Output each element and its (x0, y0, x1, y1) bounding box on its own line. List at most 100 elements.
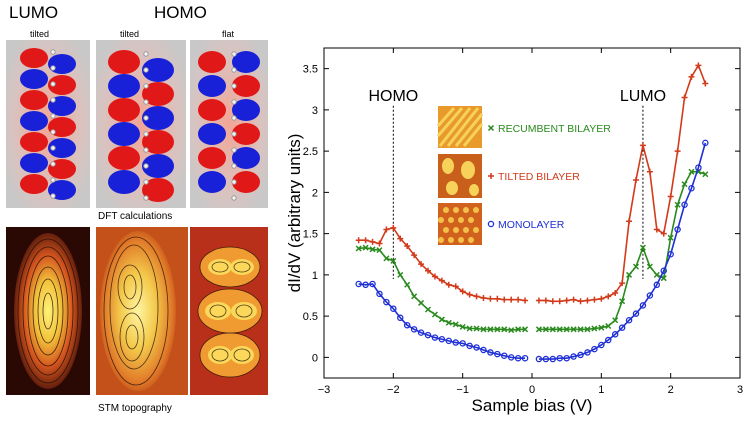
x-tick-label: −1 (456, 384, 469, 396)
atom-marker (231, 83, 237, 89)
annotation-label: LUMO (620, 88, 666, 105)
data-point-tilted-bilayer (646, 168, 653, 175)
y-tick-label: 2 (312, 187, 318, 199)
series-monolayer (355, 139, 709, 363)
orbital-lobe (20, 132, 48, 152)
atom-marker (50, 129, 56, 135)
dft-homo-flat-panel (190, 40, 268, 208)
data-point-monolayer (487, 349, 494, 356)
data-point-tilted-bilayer (376, 240, 383, 247)
data-point-recumbent-bilayer (577, 326, 584, 333)
lumo-title: LUMO (9, 3, 59, 22)
data-point-recumbent-bilayer (660, 275, 667, 282)
data-point-monolayer (507, 354, 515, 361)
data-point-tilted-bilayer (660, 230, 667, 237)
orbital-lobe (108, 74, 140, 98)
data-point-recumbent-bilayer (632, 263, 640, 270)
atom-marker (50, 113, 56, 119)
data-point-monolayer (688, 184, 695, 192)
data-point-tilted-bilayer (425, 267, 431, 274)
orbital-lobe (20, 48, 48, 68)
orbital-lobe (20, 111, 48, 131)
orbital-lobe (198, 75, 226, 97)
data-point-monolayer (591, 345, 598, 353)
atom-marker (143, 195, 149, 201)
data-point-recumbent-bilayer (542, 326, 549, 333)
data-point-tilted-bilayer (542, 297, 549, 304)
atom-marker (50, 81, 56, 87)
y-tick-label: 1 (312, 270, 318, 282)
data-point-tilted-bilayer (612, 290, 619, 297)
y-tick-label: 3.5 (303, 64, 318, 76)
atom-marker (143, 99, 149, 105)
orbital-lobe (198, 51, 226, 73)
thumb-tilted (438, 154, 482, 198)
data-point-tilted-bilayer (431, 273, 438, 280)
data-point-monolayer (514, 354, 522, 362)
legend-marker-recumbent-bilayer (487, 124, 495, 132)
data-point-recumbent-bilayer (404, 281, 411, 288)
atom-marker (143, 67, 149, 73)
data-point-tilted-bilayer (362, 237, 369, 244)
atom-marker (143, 51, 149, 57)
data-point-recumbent-bilayer (473, 325, 480, 332)
data-point-tilted-bilayer (667, 193, 674, 200)
orbital-lobe (142, 58, 174, 82)
data-point-tilted-bilayer (535, 297, 542, 304)
data-point-recumbent-bilayer (411, 293, 418, 300)
orbital-lobe (232, 51, 260, 73)
data-point-recumbent-bilayer (383, 255, 390, 262)
data-point-tilted-bilayer (397, 235, 404, 242)
orbital-lobe (232, 75, 260, 97)
data-point-recumbent-bilayer (355, 245, 362, 252)
orbital-lobe (20, 69, 48, 89)
series-line-recumbent-bilayer (538, 170, 706, 331)
orbital-lobe (142, 154, 174, 178)
data-point-tilted-bilayer (681, 94, 688, 101)
data-point-recumbent-bilayer (667, 234, 674, 241)
series-line-recumbent-bilayer (358, 246, 526, 331)
orbital-lobe (198, 171, 226, 193)
thumb-monolayer (438, 203, 482, 245)
data-point-tilted-bilayer (383, 226, 390, 233)
orbital-lobe (232, 123, 260, 145)
data-point-recumbent-bilayer (653, 271, 660, 278)
data-point-monolayer (417, 329, 425, 336)
atom-marker (231, 99, 237, 105)
data-point-monolayer (646, 292, 654, 299)
stm-lumo-panel (6, 227, 90, 395)
atom-marker (231, 131, 237, 137)
data-point-tilted-bilayer (653, 226, 660, 233)
data-point-monolayer (681, 201, 688, 208)
data-point-monolayer (501, 352, 508, 359)
orbital-lobe (232, 147, 260, 169)
data-point-monolayer (625, 316, 633, 324)
data-point-monolayer (355, 280, 362, 288)
atom-marker (231, 179, 237, 185)
orbital-lobe (108, 122, 140, 146)
data-point-recumbent-bilayer (494, 326, 501, 333)
orbital-lobe (142, 130, 174, 154)
stm-homo-flat-panel (190, 227, 268, 395)
data-point-recumbent-bilayer (508, 327, 515, 334)
orbital-lobe (142, 178, 174, 202)
atom-marker (231, 147, 237, 153)
data-point-tilted-bilayer (570, 296, 577, 303)
data-point-monolayer (556, 354, 563, 362)
data-point-tilted-bilayer (619, 280, 626, 287)
data-point-monolayer (521, 354, 529, 362)
data-point-recumbent-bilayer (591, 325, 598, 332)
data-point-recumbent-bilayer (674, 201, 681, 208)
data-point-recumbent-bilayer (362, 244, 369, 251)
data-point-tilted-bilayer (522, 297, 529, 304)
data-point-recumbent-bilayer (681, 181, 688, 188)
data-point-monolayer (431, 334, 439, 341)
data-point-monolayer (605, 336, 612, 344)
orbital-lobe (20, 90, 48, 110)
y-tick-label: 1.5 (303, 229, 318, 241)
data-point-recumbent-bilayer (459, 323, 466, 330)
data-point-recumbent-bilayer (605, 322, 612, 330)
orbital-lobe (48, 138, 76, 158)
data-point-monolayer (702, 139, 709, 147)
data-point-tilted-bilayer (501, 296, 508, 303)
